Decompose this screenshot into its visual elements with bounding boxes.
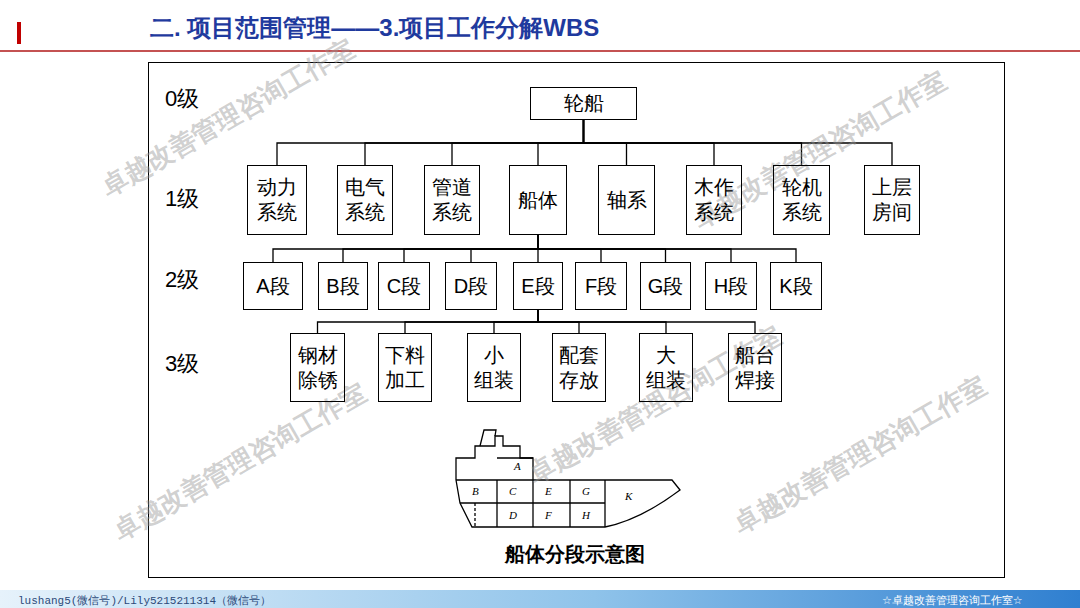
wbs-box: 电气 系统	[337, 165, 393, 235]
wbs-box: D段	[445, 262, 497, 310]
wbs-box: 下料 加工	[378, 333, 432, 402]
section-letter: K	[625, 490, 632, 502]
section-letter: C	[509, 485, 516, 497]
wbs-box: 动力 系统	[247, 165, 307, 235]
box-text: E段	[521, 274, 554, 299]
level-label: 0级	[165, 84, 199, 114]
wbs-box: A段	[243, 262, 303, 310]
section-letter: F	[545, 509, 552, 521]
wbs-box: F段	[575, 262, 627, 310]
box-text: G段	[648, 274, 684, 299]
figure-caption: 船体分段示意图	[505, 541, 645, 568]
footer-bar	[0, 590, 1080, 608]
box-text: 下料 加工	[383, 343, 427, 393]
wbs-box: 轴系	[598, 165, 655, 235]
wbs-box: E段	[513, 262, 563, 310]
box-text: 电气 系统	[342, 175, 388, 225]
tree-connector	[471, 235, 538, 262]
footer-text: ☆卓越改善管理咨询工作室☆	[882, 593, 1023, 608]
box-text: F段	[585, 274, 617, 299]
box-text: 动力 系统	[252, 175, 302, 225]
box-text: 管道 系统	[429, 175, 475, 225]
wbs-box: 木作 系统	[686, 165, 742, 235]
box-text: 钢材 除锈	[295, 343, 340, 393]
tree-connector	[343, 235, 538, 262]
wbs-box: B段	[318, 262, 368, 310]
section-letter: H	[582, 509, 590, 521]
section-letter: D	[509, 509, 517, 521]
box-text: 木作 系统	[691, 175, 737, 225]
wbs-box: C段	[378, 262, 430, 310]
wbs-box: 轮机 系统	[773, 165, 830, 235]
wbs-box: 管道 系统	[424, 165, 480, 235]
box-text: C段	[387, 274, 421, 299]
watermark: 卓越改善管理咨询工作室	[727, 368, 992, 541]
level-label: 3级	[165, 349, 199, 379]
section-letter: G	[582, 485, 590, 497]
tree-connector	[404, 235, 538, 262]
tree-connector	[365, 120, 584, 165]
level-label: 2级	[165, 265, 199, 295]
box-text: K段	[779, 274, 812, 299]
box-text: B段	[326, 274, 359, 299]
wbs-box: G段	[640, 262, 691, 310]
header-mark	[17, 22, 21, 44]
box-text: 大 组装	[644, 343, 688, 393]
box-text: 配套 存放	[557, 343, 601, 393]
tree-connector	[273, 235, 538, 262]
header-rule	[0, 50, 1080, 52]
wbs-box: 上层 房间	[864, 165, 920, 235]
box-text: 轮船	[564, 91, 604, 116]
box-text: 小 组装	[472, 343, 516, 393]
level-label: 1级	[165, 184, 199, 214]
wbs-box: H段	[705, 262, 757, 310]
box-text: 轮机 系统	[778, 175, 825, 225]
footer-text: lushang5(微信号)/Lily5215211314（微信号）	[18, 593, 271, 608]
tree-connector	[405, 310, 538, 333]
wbs-box: 船台 焊接	[728, 333, 782, 402]
tree-connector	[494, 310, 538, 333]
wbs-box: 轮船	[530, 87, 637, 120]
slide-title: 二. 项目范围管理——3.项目工作分解WBS	[150, 12, 599, 44]
watermark: 卓越改善管理咨询工作室	[95, 31, 360, 204]
tree-connector	[452, 120, 584, 165]
wbs-box: K段	[770, 262, 822, 310]
section-letter: A	[514, 460, 521, 472]
box-text: 轴系	[607, 188, 647, 213]
wbs-box: 船体	[509, 165, 567, 235]
tree-connector	[277, 120, 584, 165]
box-text: 上层 房间	[869, 175, 915, 225]
tree-connector	[538, 235, 796, 262]
wbs-box: 配套 存放	[552, 333, 606, 402]
tree-connector	[538, 310, 755, 333]
box-text: 船台 焊接	[733, 343, 777, 393]
box-text: D段	[454, 274, 488, 299]
wbs-box: 钢材 除锈	[290, 333, 345, 402]
section-letter: E	[545, 485, 552, 497]
tree-connector	[318, 310, 539, 333]
diagram-frame	[148, 62, 1005, 578]
wbs-box: 大 组装	[639, 333, 693, 402]
box-text: A段	[256, 274, 289, 299]
box-text: 船体	[518, 188, 558, 213]
section-letter: B	[472, 485, 479, 497]
wbs-box: 小 组装	[467, 333, 521, 402]
tree-connector	[538, 120, 584, 165]
box-text: H段	[714, 274, 748, 299]
